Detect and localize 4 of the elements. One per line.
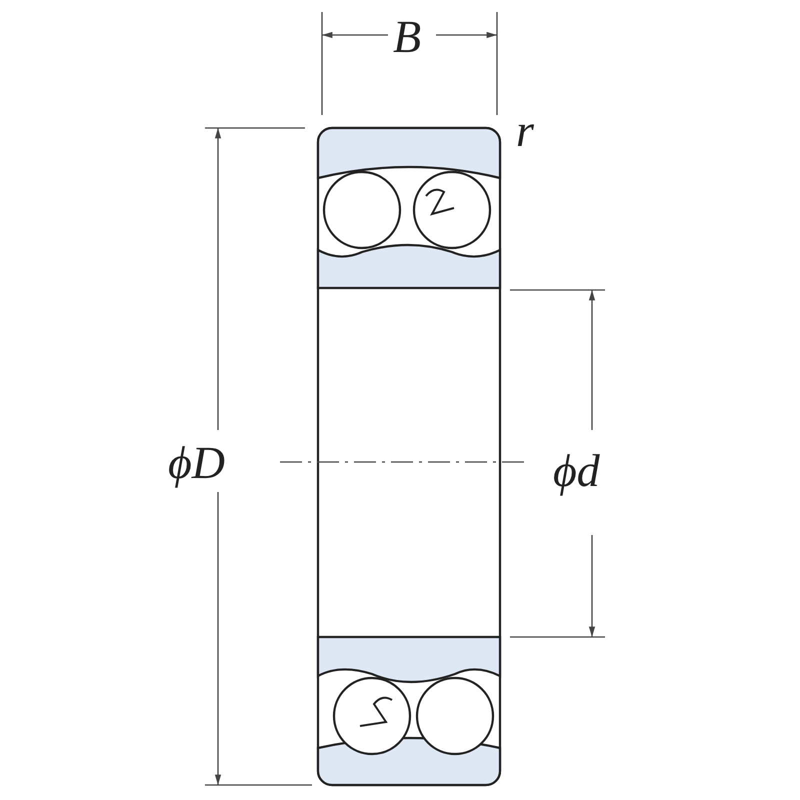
dimension-label: B [393, 14, 422, 60]
dimension-label: ϕD [168, 440, 226, 486]
radius-label: r [516, 108, 534, 154]
dimension-label: ϕd [553, 448, 600, 494]
